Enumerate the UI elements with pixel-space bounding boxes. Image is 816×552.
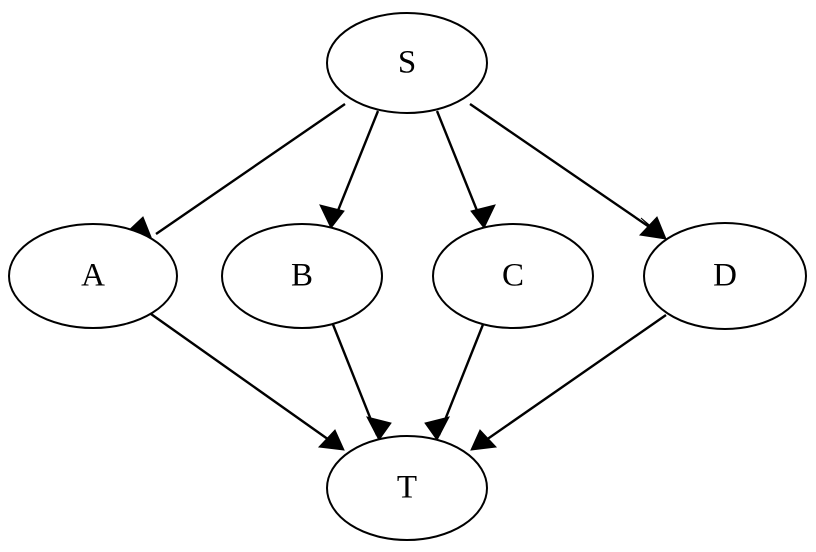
edge-s-to-d-arrowhead-body (638, 216, 667, 240)
node-s-label: S (398, 45, 416, 81)
node-c-ellipse (432, 223, 594, 329)
edge-b-to-t-arrowhead (366, 416, 392, 441)
edge-c-to-t-arrowhead (424, 416, 450, 441)
edge-d-to-t-line (475, 314, 667, 448)
node-t[interactable]: T (326, 435, 488, 541)
edge-s-to-d-line (469, 103, 662, 236)
edge-s-to-c-line (435, 110, 484, 224)
node-d[interactable]: D (643, 222, 807, 330)
node-c[interactable]: C (432, 223, 594, 329)
edge-a-to-t[interactable] (150, 313, 345, 451)
node-a[interactable]: A (8, 223, 178, 329)
node-b-ellipse (221, 223, 383, 329)
node-layer: S A B C D T (8, 12, 807, 541)
edge-s-to-d[interactable] (469, 103, 667, 240)
edge-a-to-t-arrowhead (317, 429, 345, 451)
edge-s-to-b-arrowhead (319, 204, 345, 229)
node-s-ellipse (326, 12, 488, 114)
edge-s-to-b[interactable] (319, 110, 380, 229)
edge-a-to-t-line (150, 313, 340, 448)
edge-s-to-c-arrowhead (470, 204, 496, 229)
node-b[interactable]: B (221, 223, 383, 329)
edge-d-to-t[interactable] (470, 314, 667, 451)
node-a-ellipse (8, 223, 178, 329)
node-d-label: D (713, 258, 737, 294)
node-a-label: A (81, 258, 105, 294)
edge-d-to-t-arrowhead (470, 429, 498, 451)
node-s[interactable]: S (326, 12, 488, 114)
node-t-label: T (397, 470, 417, 506)
edge-b-to-t-line (330, 321, 379, 436)
edge-c-to-t[interactable] (424, 321, 486, 441)
edge-b-to-t[interactable] (330, 321, 392, 441)
node-d-ellipse (643, 222, 807, 330)
edge-s-to-c[interactable] (435, 110, 496, 229)
edge-s-to-b-line (331, 110, 380, 224)
edge-s-to-a-line (155, 103, 346, 235)
node-t-ellipse (326, 435, 488, 541)
node-c-label: C (502, 258, 524, 294)
edge-layer (124, 103, 667, 451)
node-b-label: B (291, 258, 313, 294)
edge-c-to-t-line (437, 321, 486, 436)
